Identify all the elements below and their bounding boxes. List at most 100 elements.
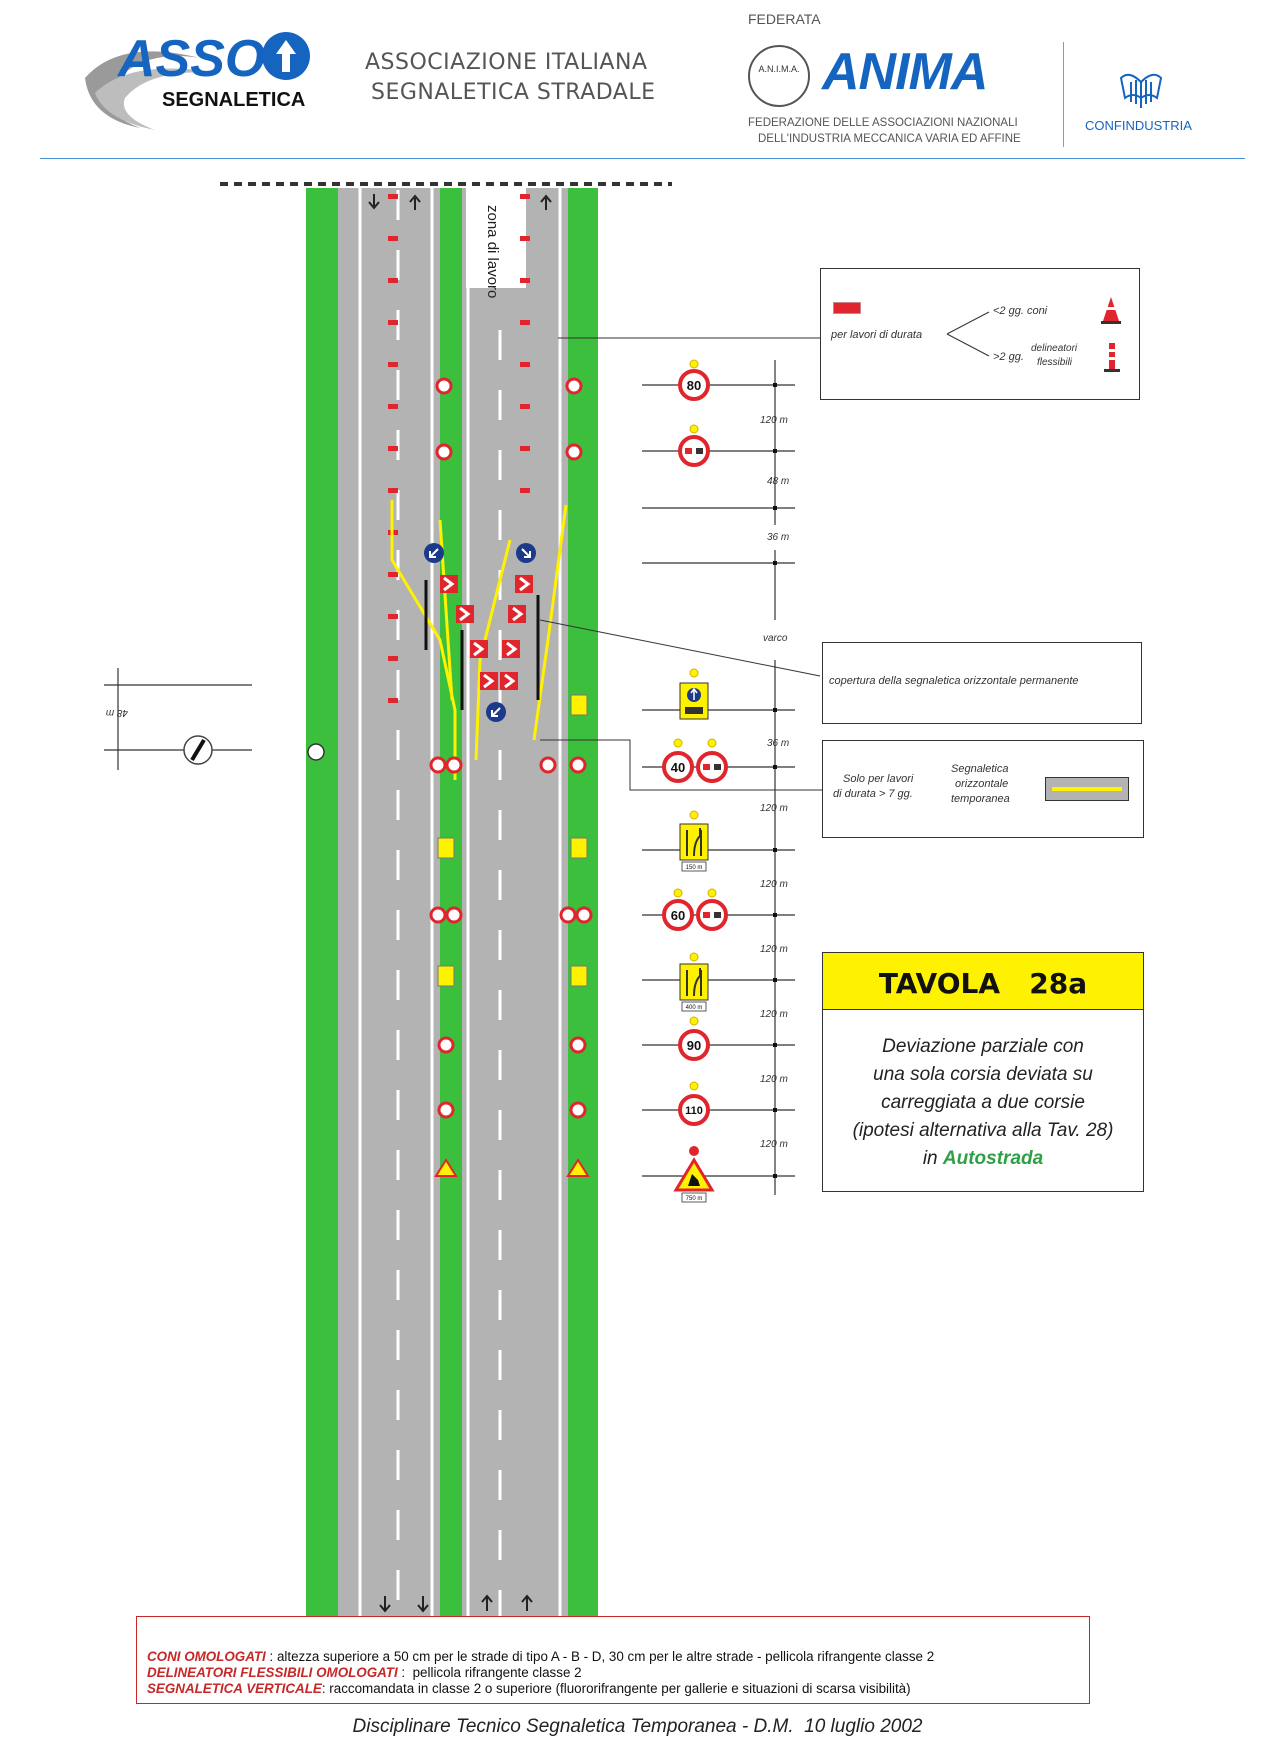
sign-lights [673, 359, 717, 1091]
svg-text:80: 80 [687, 378, 701, 393]
temp-left-line1: Solo per lavori [843, 773, 914, 785]
tavola-desc-line: una sola corsia deviata su [873, 1064, 1093, 1085]
distance-label: varco [763, 633, 788, 644]
svg-text:60: 60 [671, 908, 685, 923]
svg-text:150 m: 150 m [686, 865, 703, 871]
svg-text:ASSO: ASSO [116, 30, 265, 88]
note-line: CONI OMOLOGATI : altezza superiore a 50 … [147, 1649, 935, 1664]
left-carriageway [338, 188, 440, 1618]
bottom-arrows [379, 1594, 533, 1613]
temporary-yellow-lines [390, 500, 568, 780]
svg-text:750 m: 750 m [686, 1196, 703, 1202]
lt2-days-label: <2 gg. coni [993, 305, 1048, 317]
speed-limit-40-sign [662, 751, 694, 783]
road-yellow-panels [437, 694, 588, 987]
svg-text:110: 110 [685, 1105, 703, 1117]
temp-right-line2: orizzontale [955, 778, 1009, 790]
association-line1: ASSOCIAZIONE ITALIANA [365, 50, 648, 75]
flexible-delineator-icon [1104, 343, 1120, 372]
roadworks-warning-sign [673, 1157, 715, 1192]
legend-cover-box: copertura della segnaletica orizzontale … [822, 642, 1142, 724]
svg-text:SEGNALETICA: SEGNALETICA [162, 89, 305, 111]
road-ring-signs [429, 377, 593, 1119]
direction-signs [424, 543, 536, 722]
left-distance-marker [104, 668, 252, 770]
anima-logo: ANIMA [822, 43, 988, 101]
note-line: SEGNALETICA VERTICALE: raccomandata in c… [147, 1681, 911, 1696]
distance-label: 120 m [760, 415, 788, 426]
median-green [440, 188, 462, 1618]
speed-limit-60-sign [662, 899, 694, 931]
legend-bracket [946, 311, 990, 357]
footer-caption: Disciplinare Tecnico Segnaletica Tempora… [352, 1716, 923, 1737]
note-term: SEGNALETICA VERTICALE [147, 1681, 322, 1696]
distance-label: 120 m [760, 1139, 788, 1150]
federata-label: FEDERATA [748, 11, 821, 27]
distance-label: 36 m [767, 738, 789, 749]
cone-sample-icon [833, 302, 861, 314]
tavola-title: TAVOLA 28a [878, 967, 1088, 1000]
for-works-label: per lavori di durata [831, 329, 923, 341]
notes-box: CONI OMOLOGATI : altezza superiore a 50 … [136, 1616, 1090, 1704]
anima-desc-line1: FEDERAZIONE DELLE ASSOCIAZIONI NAZIONALI [748, 117, 1018, 129]
header-rule [40, 158, 1245, 159]
distance-label: 48 m [767, 476, 789, 487]
cover-bars [424, 580, 540, 710]
distance-label: 120 m [760, 879, 788, 890]
tavola-desc-line: in Autostrada [922, 1148, 1044, 1169]
distance-label: 120 m [760, 1074, 788, 1085]
speed-limit-80-sign [678, 369, 710, 401]
red-lamp-icon [689, 1146, 699, 1156]
legend-temp-box: Solo per lavori di durata > 7 gg. Segnal… [822, 740, 1144, 838]
tavola-desc-line: (ipotesi alternativa alla Tav. 28) [852, 1120, 1114, 1141]
tavola-title-bar: TAVOLA 28a [823, 953, 1143, 1010]
left-green-shoulder [306, 188, 338, 1618]
road-diagram: zona di lavoro [104, 182, 822, 1618]
distance-label: 36 m [767, 532, 789, 543]
distance-label: 120 m [760, 944, 788, 955]
anima-seal-text: A.N.I.M.A. [758, 64, 800, 74]
svg-text:400 m: 400 m [686, 1005, 703, 1011]
header-divider-vertical [1063, 42, 1064, 147]
temp-right-line1: Segnaletica [951, 763, 1009, 775]
header: ASSO SEGNALETICA ASSOCIAZIONE ITALIANA S… [0, 0, 1275, 160]
confindustria-eagle-icon [1119, 73, 1163, 108]
work-zone-label: zona di lavoro [484, 205, 501, 298]
cone-icon [1101, 297, 1121, 324]
flexible-delineators-label-2: flessibili [1037, 357, 1073, 368]
tavola-desc-line: Deviazione parziale con [882, 1036, 1084, 1057]
top-arrows [368, 194, 552, 210]
left-marker-circle [307, 743, 325, 761]
flexible-delineators-label-1: delineatori [1031, 343, 1078, 354]
right-carriageway [462, 188, 568, 1618]
no-overtaking-sign [696, 899, 728, 931]
autostrada-highlight: Autostrada [942, 1148, 1044, 1169]
gt2-days-label: >2 gg. [993, 351, 1024, 363]
distance-label: 120 m [760, 803, 788, 814]
anima-seal: A.N.I.M.A. [748, 45, 810, 107]
edge-lines [358, 188, 562, 1618]
right-green-shoulder [568, 188, 598, 1618]
distance-label: 120 m [760, 1009, 788, 1020]
temp-right-line3: temporanea [951, 793, 1010, 805]
work-zone-area [466, 188, 526, 288]
speed-limit-90-sign [678, 1029, 710, 1061]
confindustria-label: CONFINDUSTRIA [1085, 118, 1192, 133]
association-line2: SEGNALETICA STRADALE [371, 80, 656, 105]
tavola-box: TAVOLA 28a Deviazione parziale con una s… [822, 952, 1144, 1192]
tavola-desc-line: carreggiata a due corsie [881, 1092, 1085, 1113]
note-term: CONI OMOLOGATI [147, 1649, 266, 1664]
speed-limit-110-sign [678, 1094, 710, 1126]
road-warning-triangles [434, 1158, 590, 1177]
delineators [388, 194, 530, 703]
anima-desc-line2: DELL'INDUSTRIA MECCANICA VARIA ED AFFINE [758, 133, 1021, 145]
scale-ticks [773, 383, 777, 1178]
no-overtaking-sign [696, 751, 728, 783]
temp-left-line2: di durata > 7 gg. [833, 788, 913, 800]
asso-logo: ASSO SEGNALETICA [85, 30, 310, 130]
cover-label: copertura della segnaletica orizzontale … [829, 675, 1079, 687]
svg-text:90: 90 [687, 1038, 701, 1053]
left-distance-label: 48 m [106, 707, 128, 718]
note-term: DELINEATORI FLESSIBILI OMOLOGATI [147, 1665, 398, 1680]
legend-cones-box: per lavori di durata <2 gg. coni >2 gg. … [820, 268, 1140, 400]
